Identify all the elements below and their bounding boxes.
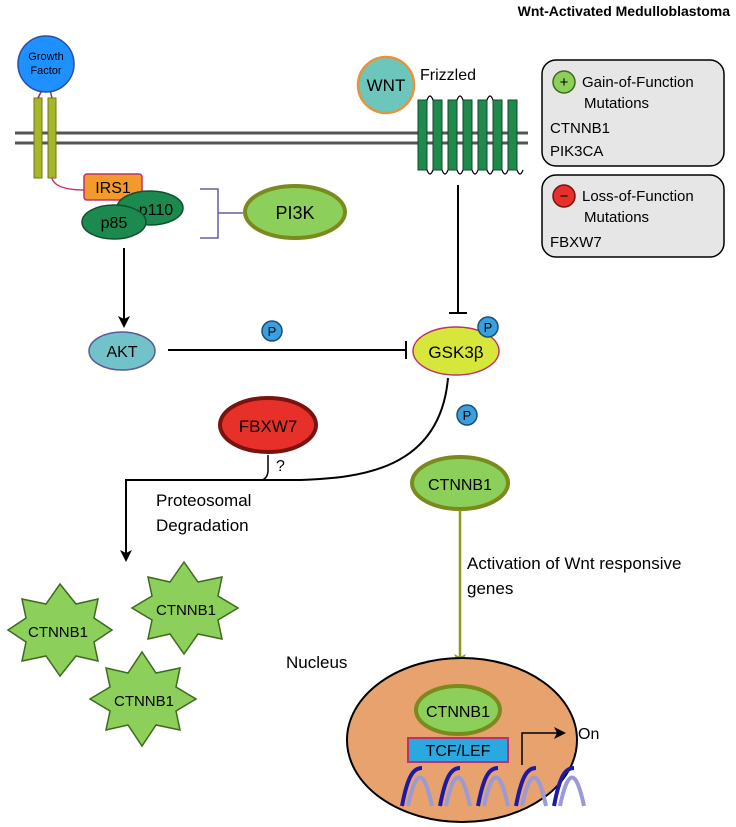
fbxw7-node: FBXW7 xyxy=(218,396,318,454)
pi3k-label: PI3K xyxy=(275,203,314,223)
dna-strand-dark xyxy=(552,766,575,807)
degraded-ctnnb1-star-1 xyxy=(6,582,114,678)
legend-loss-of-function: − Loss-of-Function Mutations FBXW7 xyxy=(541,174,725,258)
growth-factor-label-2: Factor xyxy=(30,65,62,77)
dna-strand-light xyxy=(558,775,586,807)
phospho-badge-gsk3b: P xyxy=(477,316,499,338)
degradation-label-2: Degradation xyxy=(156,516,249,535)
dna-strand-light xyxy=(406,775,434,807)
gain-label-1: Gain-of-Function xyxy=(582,74,694,91)
page-title: Wnt-Activated Medulloblastoma xyxy=(518,3,731,19)
plus-icon xyxy=(552,70,576,94)
on-label: On xyxy=(578,726,599,743)
dna-helix xyxy=(400,766,586,807)
ctnnb1-label: CTNNB1 xyxy=(428,477,492,494)
loss-label-2: Mutations xyxy=(584,209,649,226)
fbxw7-link xyxy=(261,455,269,481)
dna-strand-light xyxy=(444,775,472,807)
phospho-label: P xyxy=(463,408,472,423)
dna-strand-light xyxy=(520,775,548,807)
minus-symbol: − xyxy=(560,188,569,205)
degraded-ctnnb1-label-3: CTNNB1 xyxy=(114,693,174,710)
degraded-ctnnb1-label-1: CTNNB1 xyxy=(28,624,88,641)
phospho-badge-akt: P xyxy=(261,320,283,342)
degradation-label-1: Proteosomal xyxy=(156,491,251,510)
pi3k-bracket xyxy=(200,188,243,239)
loss-gene-1: FBXW7 xyxy=(550,234,602,251)
nuclear-ctnnb1-label: CTNNB1 xyxy=(426,704,490,721)
phospho-badge-ctnnb1: P xyxy=(456,404,478,426)
degraded-ctnnb1-star-2 xyxy=(130,560,240,656)
tcf-lef-box: TCF/LEF xyxy=(407,737,509,763)
wnt-label: WNT xyxy=(367,76,406,95)
growth-factor-ligand: Growth Factor xyxy=(17,35,75,93)
irs1-box xyxy=(83,173,143,201)
activation-label-2: genes xyxy=(467,579,513,598)
p85-label: p85 xyxy=(101,215,128,232)
frizzled-label: Frizzled xyxy=(420,67,476,84)
loss-label-1: Loss-of-Function xyxy=(582,188,694,205)
pi3k-node: PI3K xyxy=(243,184,347,240)
akt-node: AKT xyxy=(88,331,156,371)
minus-icon xyxy=(552,184,576,208)
transcription-arrow xyxy=(521,727,566,765)
dna-strand-dark xyxy=(476,766,499,807)
nucleus-label: Nucleus xyxy=(286,653,347,672)
unknown-mark: ? xyxy=(276,458,285,475)
gain-gene-2: PIK3CA xyxy=(550,143,603,160)
tcf-lef-label: TCF/LEF xyxy=(426,743,491,760)
dna-strand-dark xyxy=(514,766,537,807)
frizzled-receptor xyxy=(417,95,524,175)
phospho-label: P xyxy=(268,324,277,339)
plus-symbol: + xyxy=(560,74,569,91)
ctnnb1-node: CTNNB1 xyxy=(410,455,510,511)
activation-label-1: Activation of Wnt responsive xyxy=(467,554,681,573)
p110-label: p110 xyxy=(139,202,174,219)
gsk3b-node: GSK3β xyxy=(412,326,500,376)
gain-label-2: Mutations xyxy=(584,95,649,112)
dna-strand-dark xyxy=(400,766,423,807)
growth-factor-label-1: Growth xyxy=(28,51,63,63)
degraded-ctnnb1-label-2: CTNNB1 xyxy=(156,602,216,619)
receptor-to-irs1-link xyxy=(51,177,86,191)
p85-subunit xyxy=(81,204,147,240)
dna-strand-dark xyxy=(438,766,461,807)
gsk3b-label: GSK3β xyxy=(428,343,483,362)
pi3k-complex: IRS1 p110 p85 xyxy=(81,173,184,240)
dna-strand-light xyxy=(482,775,510,807)
degraded-ctnnb1-star-3 xyxy=(88,650,198,748)
legend-gain-of-function: + Gain-of-Function Mutations CTNNB1 PIK3… xyxy=(541,59,725,167)
irs1-label: IRS1 xyxy=(95,180,131,197)
wnt-ligand: WNT xyxy=(356,55,416,115)
gain-gene-1: CTNNB1 xyxy=(550,120,610,137)
degradation-arrow xyxy=(120,377,449,562)
akt-label: AKT xyxy=(106,344,137,361)
nuclear-ctnnb1: CTNNB1 xyxy=(414,684,502,736)
phospho-label: P xyxy=(484,320,493,335)
fbxw7-label: FBXW7 xyxy=(239,417,298,436)
